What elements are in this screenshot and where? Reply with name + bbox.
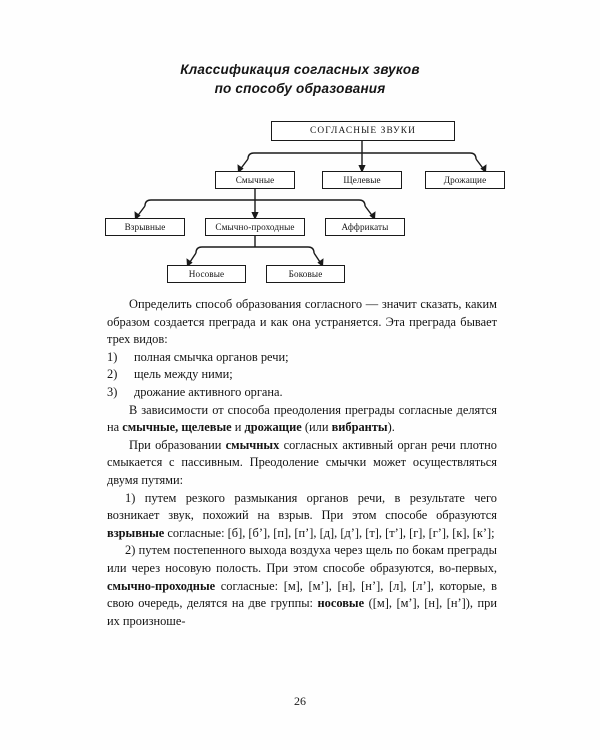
list-item: 1) полная смычка органов речи; <box>107 349 497 367</box>
text-run-bold: взрывные <box>107 525 165 540</box>
text-run: ([м], [м’], [н], [н’]), при их произноше… <box>107 596 497 628</box>
paragraph-4: 1) путем резкого размыкания органов речи… <box>107 490 497 543</box>
text-run-bold: смычных <box>225 437 280 452</box>
classification-diagram: СОГЛАСНЫЕ ЗВУКИ Смычные Щелевые Дрожащие… <box>0 110 600 290</box>
page-title: Классификация согласных звуков по способ… <box>0 60 600 98</box>
node-label: Смычные <box>235 175 275 185</box>
node-label: Дрожащие <box>443 175 487 185</box>
text-run: (или <box>301 420 332 435</box>
node-affrikaty[interactable]: Аффрикаты <box>325 218 405 236</box>
paragraph-5: 2) путем постепенного выхода воздуха чер… <box>107 542 497 630</box>
diagram-connectors <box>134 141 487 267</box>
paragraph-3: При образовании смычных согласных активн… <box>107 437 497 490</box>
node-shchelevye[interactable]: Щелевые <box>322 171 402 189</box>
list-item-text: щель между ними; <box>134 367 233 382</box>
text-run: ). <box>387 420 395 435</box>
text-run: 1) путем резкого размыкания органов речи… <box>107 490 497 523</box>
list-item-number: 2) <box>107 367 118 382</box>
body-text: Определить способ образования согласного… <box>107 296 497 630</box>
text-run-bold: дрожащие <box>244 420 302 435</box>
node-bokovye[interactable]: Боковые <box>266 265 345 283</box>
node-label: Аффрикаты <box>341 222 389 232</box>
text-run: 2) путем постепенного выхода воздуха чер… <box>107 543 497 575</box>
arrowheads <box>134 164 487 267</box>
node-label: Носовые <box>188 269 225 279</box>
node-label: Смычно-проходные <box>215 222 295 232</box>
text-run: В зависимости от способа преодоления пре… <box>107 402 497 435</box>
text-run: и <box>231 420 245 435</box>
node-drozhashchie[interactable]: Дрожащие <box>425 171 505 189</box>
node-vzryvnye[interactable]: Взрывные <box>105 218 185 236</box>
text-run: согласные: [м], [м’], [н], [н’], [л], [л… <box>107 578 497 611</box>
paragraph-2: В зависимости от способа преодоления пре… <box>107 402 497 437</box>
text-run: При образовании <box>129 437 226 452</box>
page-number: 26 <box>294 694 306 708</box>
page-title-line-2: по способу образования <box>214 81 386 96</box>
text-run-bold: носовые <box>317 596 365 611</box>
text-run: согласные: [б], [б’], [п], [п’], [д], [д… <box>164 525 495 540</box>
node-smychnye[interactable]: Смычные <box>215 171 295 189</box>
text-run-bold: вибранты <box>331 420 388 435</box>
paragraph-1: Определить способ образования согласного… <box>107 297 497 347</box>
text-run: согласных активный орган речи плотно смы… <box>107 437 497 487</box>
text-run-bold: смычные, щелевые <box>122 420 232 435</box>
list-item-text: дрожание активного органа. <box>134 384 283 399</box>
list-item-number: 3) <box>107 384 118 399</box>
page-title-line-1: Классификация согласных звуков <box>180 62 420 77</box>
node-label: Взрывные <box>124 222 166 232</box>
node-label: СОГЛАСНЫЕ ЗВУКИ <box>309 126 417 136</box>
node-smychno-prokhodnye[interactable]: Смычно-проходные <box>205 218 305 236</box>
list-item: 3) дрожание активного органа. <box>107 384 497 402</box>
list-item: 2) щель между ними; <box>107 366 497 384</box>
node-soglasnye-zvuki[interactable]: СОГЛАСНЫЕ ЗВУКИ <box>271 121 455 141</box>
node-label: Боковые <box>288 269 323 279</box>
node-label: Щелевые <box>343 175 381 185</box>
list-item-text: полная смычка органов речи; <box>134 349 289 364</box>
node-nosovye[interactable]: Носовые <box>167 265 246 283</box>
list-item-number: 1) <box>107 349 118 364</box>
text-run-bold: смычно-проходные <box>107 578 216 593</box>
